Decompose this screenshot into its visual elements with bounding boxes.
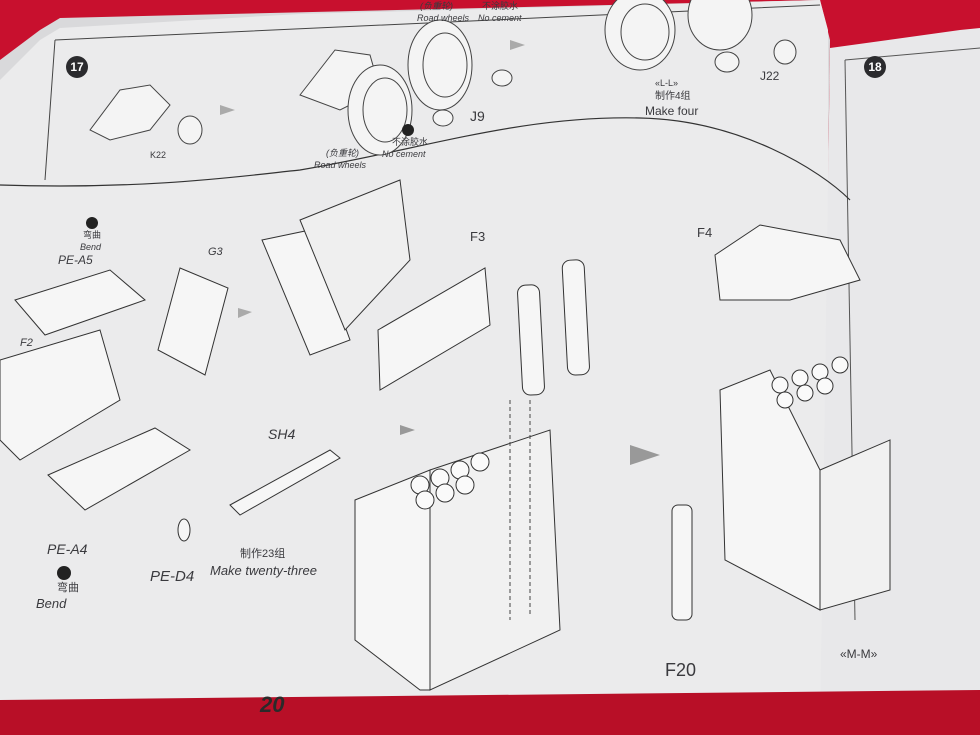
label-sh4: SH4 (268, 426, 296, 442)
label-pe-a5: PE-A5 (58, 253, 93, 267)
make-four-cn: 制作4组 (655, 91, 691, 102)
view-label-m-m: «M-M» (840, 647, 878, 661)
part-f2 (0, 329, 121, 461)
label-road-wheels-top: Road wheels (417, 13, 470, 23)
make-23-text: Make twenty-three (210, 563, 317, 578)
label-no-cement-top: No cement (478, 13, 522, 23)
bend-icon (57, 566, 71, 580)
step-divider-curve (0, 117, 851, 201)
part-g3 (157, 267, 229, 376)
label-j9: J9 (470, 108, 485, 124)
paper-page-21 (820, 28, 980, 735)
label-k22: K22 (150, 150, 167, 160)
label-j22: J22 (760, 69, 780, 83)
view-label-l-l: «L-L» (655, 78, 679, 88)
label-road-wheels: Road wheels (314, 160, 367, 170)
bend-top: Bend (80, 242, 102, 252)
label-f4: F4 (697, 225, 713, 240)
suspension-drawing (89, 0, 797, 156)
make-four-text: Make four (645, 104, 699, 118)
step-number-18: 18 (864, 56, 886, 78)
table-edge (0, 690, 980, 735)
part-pe-a4 (47, 427, 191, 511)
label-no-cement-cn-top: 不涂胶水 (482, 1, 519, 11)
rack-parts-drawing (0, 179, 891, 691)
label-pe-d4: PE-D4 (150, 568, 195, 585)
label-no-cement-cn: 不涂胶水 (392, 137, 429, 147)
label-f20: F20 (665, 660, 697, 680)
part-f4 (714, 224, 861, 301)
label-f3: F3 (470, 229, 486, 244)
label-pe-a4: PE-A4 (47, 541, 88, 557)
bend-cn: 弯曲 (57, 582, 79, 594)
label-no-cement: No cement (382, 149, 426, 159)
make-23-cn: 制作23组 (240, 548, 286, 560)
bend-text: Bend (36, 596, 67, 611)
part-f20 (671, 504, 693, 621)
no-cement-icon (402, 124, 414, 136)
page-number: 20 (260, 692, 285, 717)
label-road-wheels-cn-top: (负重轮) (420, 1, 453, 11)
part-pe-a5 (14, 269, 146, 336)
part-pe-d4 (177, 518, 191, 542)
label-f2: F2 (20, 337, 33, 349)
bend-icon-top (86, 217, 98, 229)
label-g3: G3 (208, 246, 223, 258)
bend-cn-top: 弯曲 (83, 230, 102, 240)
step-number-17: 17 (66, 56, 88, 78)
shell-sh4 (229, 449, 341, 516)
label-road-wheels-cn: (负重轮) (326, 148, 359, 158)
rack-frame (261, 229, 351, 356)
rack-box-front (354, 469, 431, 691)
part-f3 (377, 267, 491, 391)
